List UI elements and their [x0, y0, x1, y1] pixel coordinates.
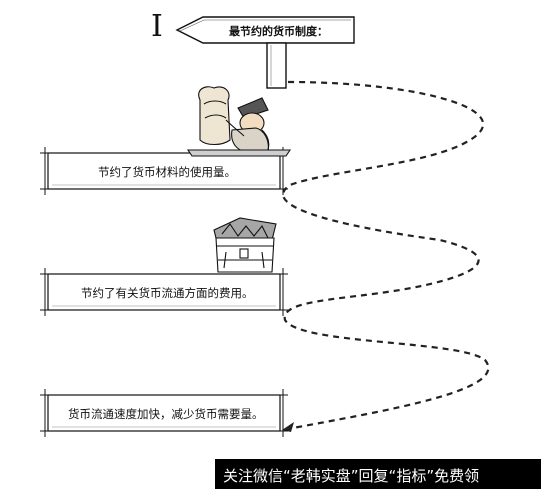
sign-label: 最节约的货币制度：	[229, 25, 328, 38]
flow-connector	[281, 80, 490, 432]
item-1-label: 节约了货币材料的使用量。	[98, 165, 236, 179]
box-1-frame	[40, 147, 288, 195]
footer-text: 关注微信“老韩实盘”回复“指标”免费领	[223, 467, 480, 485]
section-numeral: I	[151, 9, 163, 44]
signpost	[175, 16, 355, 89]
box-3-frame	[40, 389, 288, 437]
box-2-frame	[40, 268, 288, 316]
scholar-illustration	[186, 86, 292, 157]
connector-arrowhead	[282, 422, 294, 432]
item-3-label: 货币流通速度加快，减少货币需要量。	[68, 407, 264, 421]
treasure-chest-illustration	[213, 217, 277, 273]
footer-banner: 关注微信“老韩实盘”回复“指标”免费领	[215, 459, 541, 489]
item-2-label: 节约了有关货币流通方面的费用。	[81, 286, 254, 300]
